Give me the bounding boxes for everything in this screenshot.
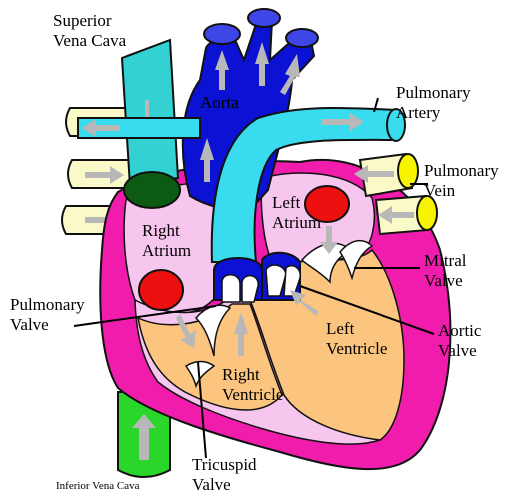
label-superior-vena-cava: Superior Vena Cava xyxy=(53,11,127,50)
label-inferior-vena-cava: Inferior Vena Cava xyxy=(56,480,140,492)
sa-node xyxy=(139,270,183,310)
pulmonary-artery-branch-left xyxy=(78,118,200,138)
label-pulmonary-vein: Pulmonary Vein xyxy=(424,161,503,200)
label-pulmonary-valve: Pulmonary Valve xyxy=(10,295,89,334)
label-pulmonary-artery: Pulmonary Artery xyxy=(396,83,475,122)
label-aorta: Aorta xyxy=(200,93,239,112)
vena-cava-opening xyxy=(124,172,180,208)
pulmonary-valve xyxy=(214,258,262,302)
label-aortic-valve: Aortic Valve xyxy=(438,321,486,360)
label-right-atrium: Right Atrium xyxy=(142,221,191,260)
label-mitral-valve: Mitral Valve xyxy=(424,251,471,290)
label-tricuspid-valve: Tricuspid Valve xyxy=(192,455,261,494)
